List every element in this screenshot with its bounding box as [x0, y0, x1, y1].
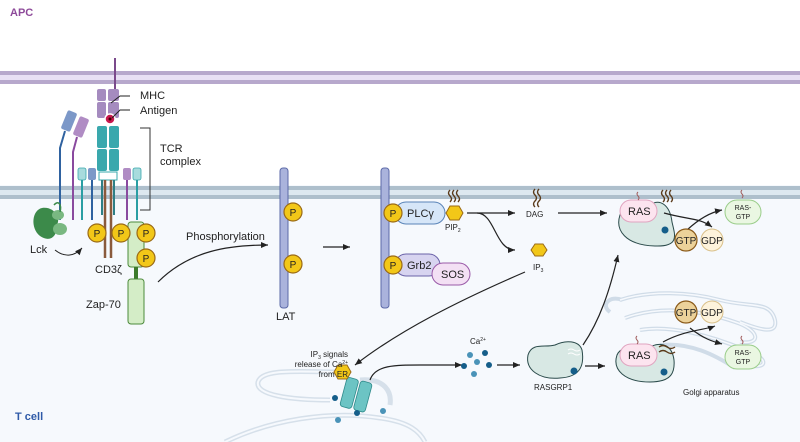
- gdp-top: GDP: [700, 228, 724, 252]
- lat-label: LAT: [276, 311, 296, 323]
- svg-text:P: P: [290, 260, 297, 271]
- ip3-to-er-arrow: [354, 271, 526, 366]
- calcium-label: Ca2+: [470, 337, 486, 346]
- lck-arrow: [54, 247, 83, 256]
- ras-gtp-golgi: [724, 344, 762, 370]
- lat-phospho-2: P: [283, 254, 303, 274]
- svg-text:P: P: [290, 208, 297, 219]
- mhc-label: MHC: [140, 90, 165, 102]
- cd3z-label: CD3ζ: [95, 264, 122, 276]
- ip3-signals-line1: IP3 signals: [311, 350, 348, 361]
- lat-phospho-1: P: [283, 202, 303, 222]
- svg-text:P: P: [143, 254, 150, 265]
- cd4-coreceptors: [59, 110, 89, 220]
- ip3-bound: [333, 364, 352, 380]
- cd3z-phospho-2: P: [111, 223, 131, 243]
- zap70-phospho-1: P: [136, 223, 156, 243]
- lat-protein: [279, 167, 289, 309]
- cd3z-phospho-1: P: [87, 223, 107, 243]
- lck-kinase: [33, 202, 67, 239]
- phosphorylation-label: Phosphorylation: [186, 231, 265, 243]
- ip3-label: IP3: [533, 263, 544, 274]
- ip3-signals-line2: release of Ca2+: [295, 360, 348, 369]
- antigen-leader: [111, 109, 130, 119]
- tcr-bracket: [140, 127, 151, 211]
- dag-lipid: [532, 188, 542, 208]
- antigen-label: Antigen: [140, 105, 177, 117]
- svg-text:P: P: [390, 261, 397, 272]
- ras-gtp-golgi-label-1: RAS-: [735, 350, 752, 357]
- svg-text:P: P: [94, 229, 101, 240]
- tcell-label: T cell: [15, 411, 43, 423]
- grb2-label: Grb2: [407, 260, 431, 272]
- ip3-signals-line3: from ER: [319, 370, 349, 379]
- calcium-ions: [461, 350, 492, 377]
- phosphorylation-arrow: [157, 242, 269, 283]
- svg-text:P: P: [390, 209, 397, 220]
- pip2-lipid: [445, 189, 464, 221]
- er-to-calcium-arrow: [369, 362, 462, 381]
- ras-activation-arrow-golgi: [689, 327, 723, 345]
- ras-gtp-membrane: [724, 199, 762, 225]
- ras-golgi: [619, 343, 658, 367]
- rasgrp1-to-membrane-arrow: [582, 254, 620, 346]
- ras-golgi-label: RAS: [628, 350, 651, 362]
- tcr-label-line2: complex: [160, 156, 201, 168]
- ras-gtp-membrane-label-2: GTP: [736, 214, 751, 221]
- zap70-phospho-2: P: [136, 248, 156, 268]
- ras-anchor: [636, 191, 640, 201]
- svg-text:GDP: GDP: [701, 236, 723, 247]
- grb2-phospho: P: [383, 255, 403, 275]
- rasgrp1-protein: [527, 341, 584, 379]
- rasgrp1-label: RASGRP1: [534, 383, 573, 392]
- synapse-space: [0, 75, 800, 185]
- tcr-label-line1: TCR: [160, 143, 183, 155]
- gdp-golgi: GDP: [700, 300, 724, 324]
- tcell-membrane: [0, 186, 800, 199]
- ip3-molecule: [530, 243, 548, 257]
- apc-membrane: [0, 71, 800, 84]
- cd3-chains: [77, 167, 142, 220]
- ras-gtp-golgi-label-2: GTP: [736, 359, 751, 366]
- gtp-top: GTP: [674, 228, 698, 252]
- ras-membrane-label: RAS: [628, 206, 651, 218]
- apc-label: APC: [10, 7, 33, 19]
- ras-activation-arrow-top: [686, 208, 723, 231]
- plcg-label: PLCγ: [407, 208, 434, 220]
- lat-signaling-complex: [380, 167, 390, 309]
- zap70-label: Zap-70: [86, 299, 121, 311]
- svg-text:GTP: GTP: [676, 308, 697, 319]
- golgi-label: Golgi apparatus: [683, 388, 739, 397]
- mhc-leader: [110, 95, 130, 104]
- lck-label: Lck: [30, 244, 48, 256]
- cd3-zeta-chains: [103, 180, 113, 258]
- gtp-exchange-arrow-top: [663, 212, 713, 228]
- ras-gtp-membrane-label-1: RAS-: [735, 205, 752, 212]
- sos-label: SOS: [441, 269, 464, 281]
- gtp-golgi: GTP: [674, 300, 698, 324]
- apc-extracellular: [0, 0, 800, 75]
- tcr-chains: [97, 126, 119, 215]
- dag-label: DAG: [526, 210, 543, 219]
- pip2-label: PIP2: [445, 223, 461, 234]
- svg-text:GDP: GDP: [701, 308, 723, 319]
- svg-text:P: P: [143, 229, 150, 240]
- svg-text:GTP: GTP: [676, 236, 697, 247]
- plcg-phospho: P: [383, 203, 403, 223]
- sos-protein: [431, 262, 471, 286]
- pip2-to-ip3-arrow: [476, 212, 516, 253]
- svg-text:P: P: [118, 229, 125, 240]
